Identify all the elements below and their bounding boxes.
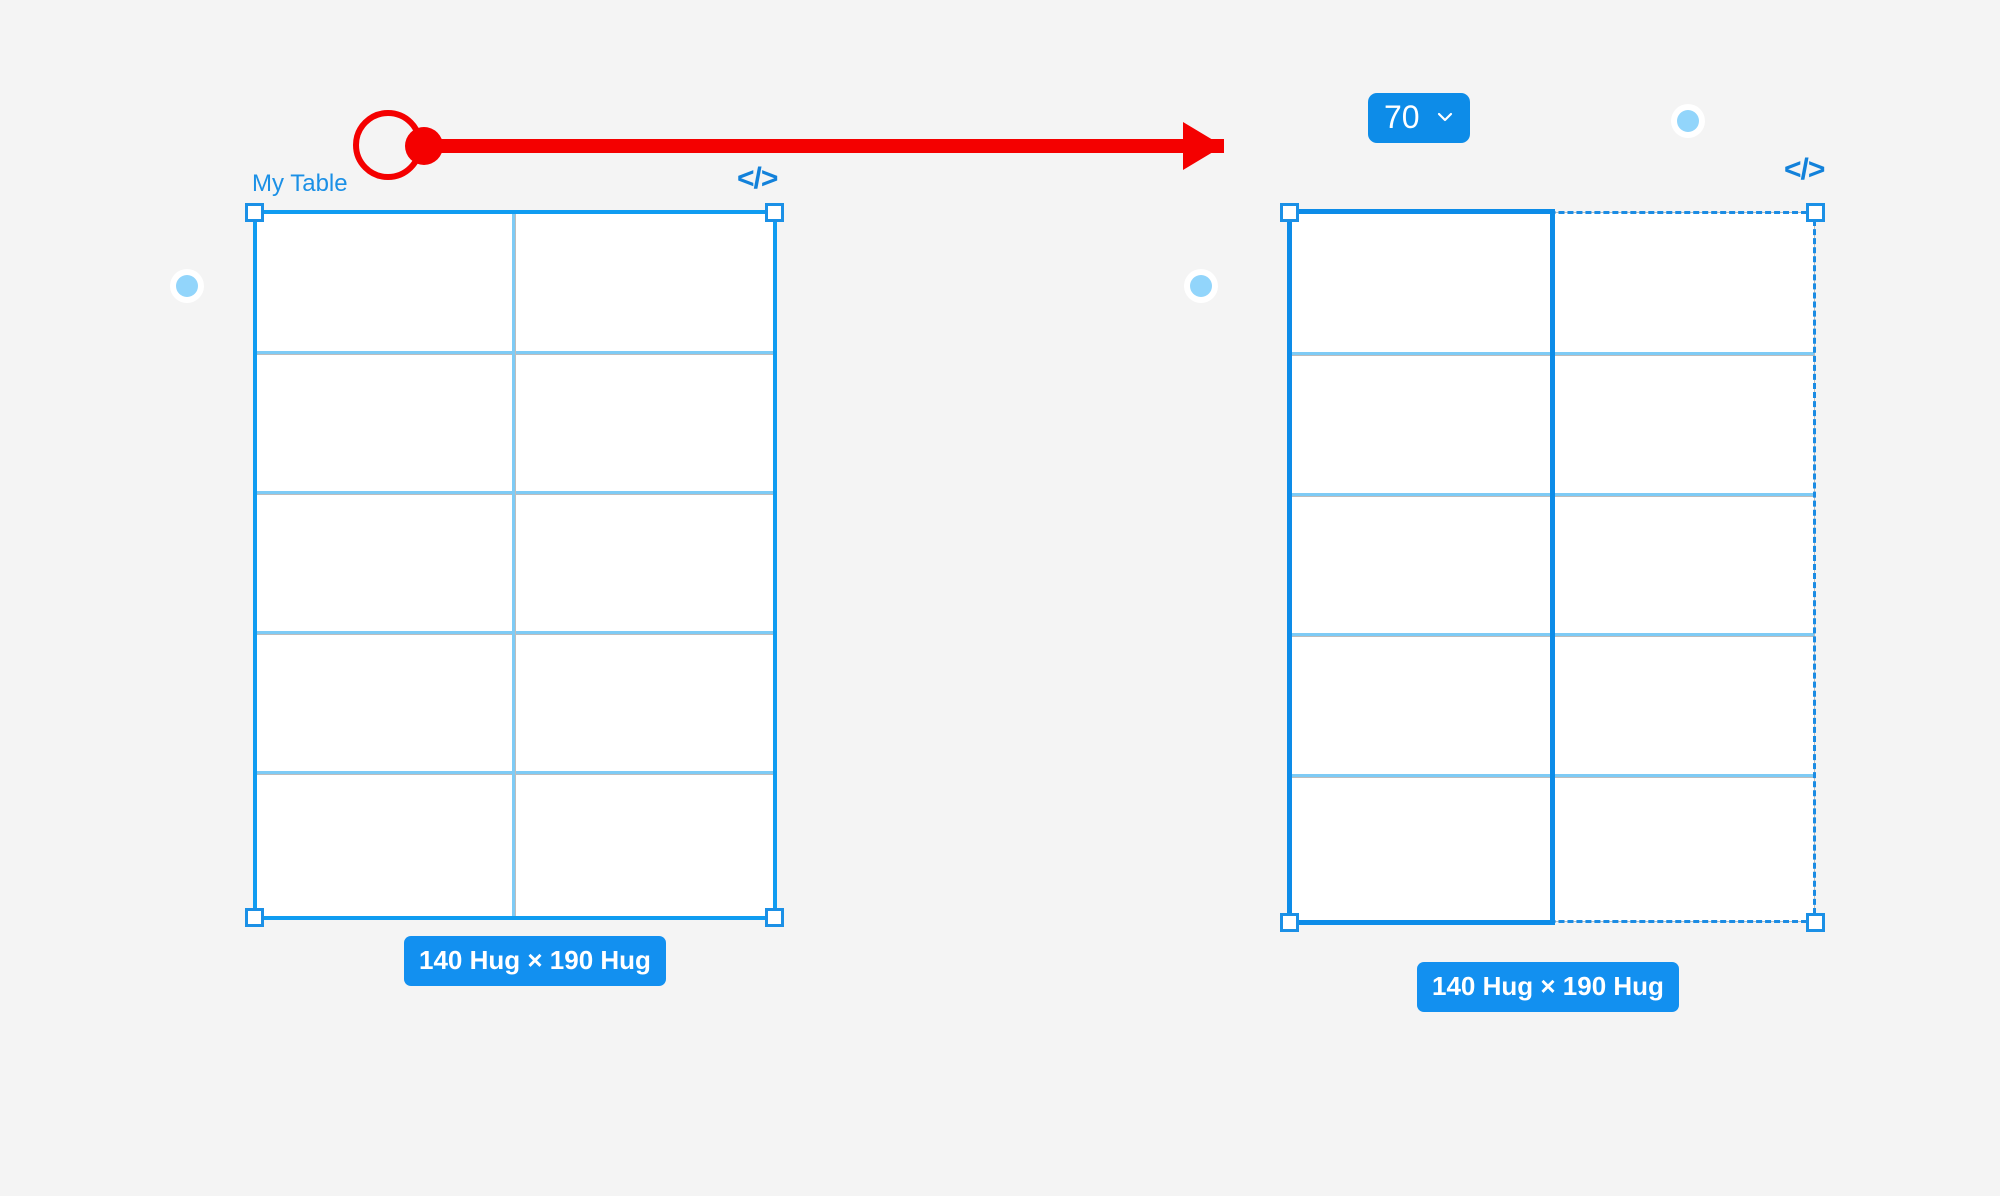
width-value: 70 — [1384, 99, 1420, 135]
resize-handle-bottom-right[interactable] — [765, 908, 784, 927]
resize-handle-bottom-left[interactable] — [1280, 913, 1299, 932]
code-icon[interactable]: </> — [1784, 153, 1825, 186]
size-badge-right: 140 Hug × 190 Hug — [1417, 962, 1679, 1012]
canvas-dot-middle[interactable] — [1190, 275, 1212, 297]
resize-handle-bottom-left[interactable] — [245, 908, 264, 927]
right-table-grid[interactable] — [1290, 212, 1815, 922]
resize-handle-top-left[interactable] — [1280, 203, 1299, 222]
size-badge-left: 140 Hug × 190 Hug — [404, 936, 666, 986]
canvas-dot-right[interactable] — [1677, 110, 1699, 132]
resize-handle-top-left[interactable] — [245, 203, 264, 222]
resize-handle-top-right[interactable] — [765, 203, 784, 222]
left-table-grid[interactable] — [255, 212, 775, 918]
code-icon[interactable]: </> — [737, 162, 778, 195]
annotation-arrow-shaft — [424, 139, 1224, 153]
width-value-dropdown[interactable]: 70 — [1368, 93, 1470, 143]
column-divider — [512, 213, 516, 917]
layer-title-my-table[interactable]: My Table — [252, 170, 348, 197]
annotation-arrow-head — [1183, 122, 1223, 170]
resize-handle-top-right[interactable] — [1806, 203, 1825, 222]
chevron-down-icon[interactable] — [1436, 108, 1454, 126]
resize-handle-bottom-right[interactable] — [1806, 913, 1825, 932]
canvas-dot-left[interactable] — [176, 275, 198, 297]
column-divider — [1550, 213, 1554, 921]
